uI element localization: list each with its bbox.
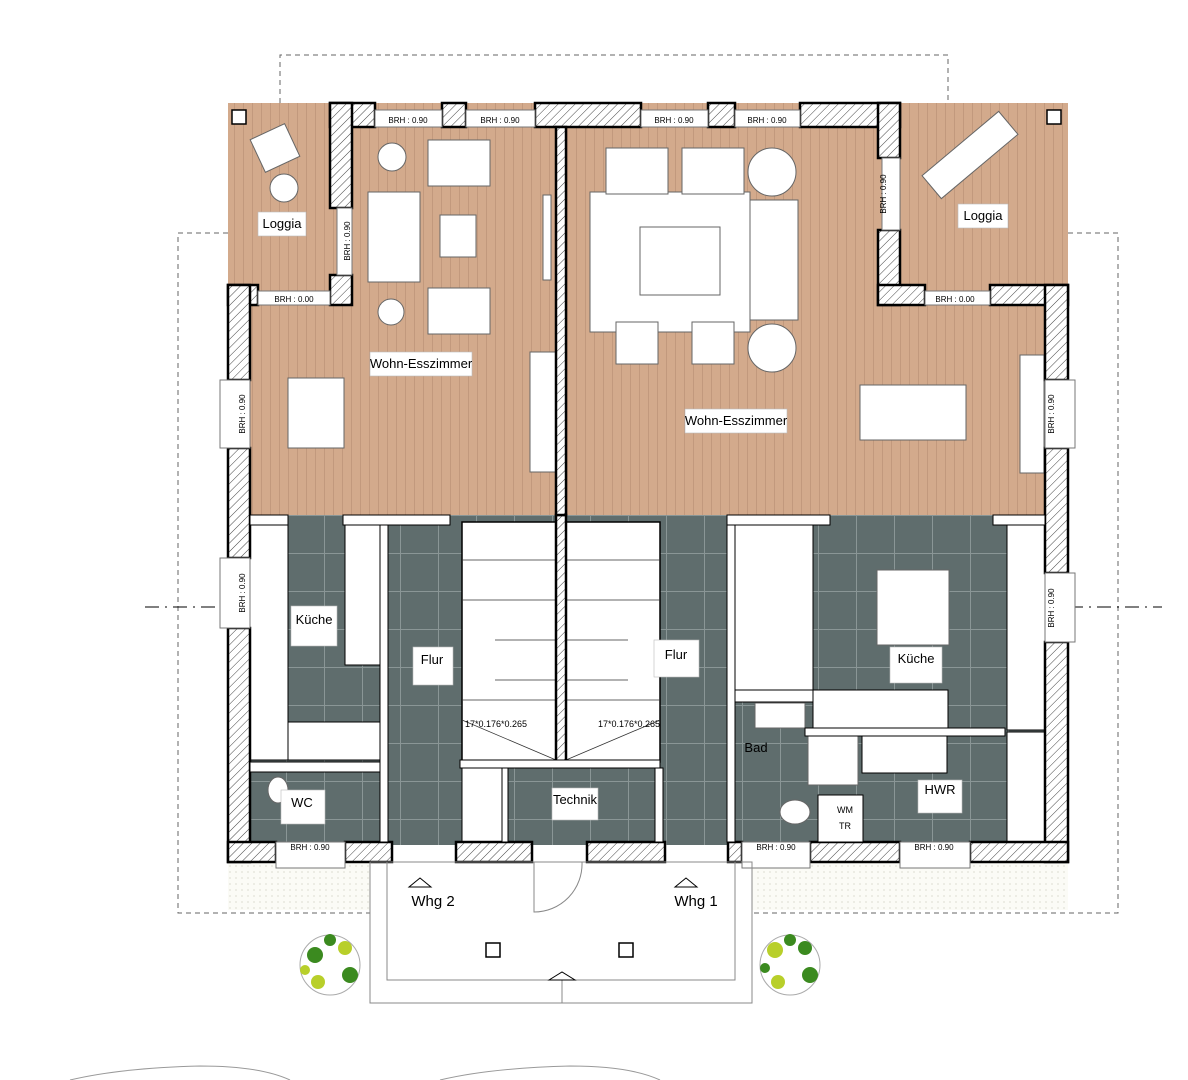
window-label: BRH : 0.90 [654,116,694,125]
entrance-arrow-icon [547,971,577,981]
kitchen-left-counter [249,524,289,761]
entrance-arrow-icon [673,877,699,888]
stair-label-right: 17*0.176*0.265 [598,719,660,729]
entrance-porch [369,861,753,1004]
furniture-right [589,110,1045,474]
room-label-kueche-right: Küche [898,651,935,666]
window-label: BRH : 0.90 [1047,588,1056,628]
stair-divider [554,513,568,764]
room-label-wc: WC [291,795,313,810]
walls [226,101,1070,864]
room-label-flur-left: Flur [421,652,444,667]
stair-label-left: 17*0.176*0.265 [465,719,527,729]
window-label: BRH : 0.90 [756,843,796,852]
car-outline [439,1065,661,1080]
kitchen-right-sink-counter [812,689,949,729]
kitchen-right-counter [734,524,814,691]
column-icon [231,109,1062,958]
kitchen-right-cabinets [1006,524,1046,731]
room-label-flur-right: Flur [665,647,688,662]
room-label-wohn-left: Wohn-Esszimmer [370,356,473,371]
entrance-label-whg2: Whg 2 [411,893,454,910]
gravel-left [228,862,370,910]
furniture-left [249,122,557,473]
room-label-kueche-left: Küche [296,612,333,627]
window-label: BRH : 0.90 [879,174,888,214]
window-label: BRH : 0.90 [480,116,520,125]
room-label-loggia-left: Loggia [262,216,302,231]
windows [219,109,1076,869]
kitchen-left-cabinets [287,721,381,761]
window-label: BRH : 0.00 [274,295,314,304]
hwr-counter [861,734,948,774]
technik-storage [461,764,503,844]
room-label-technik: Technik [553,792,598,807]
window-label: BRH : 0.90 [343,221,352,261]
kitchen-left-fridge [344,524,382,666]
room-label-wohn-right: Wohn-Esszimmer [685,413,788,428]
car-outline [69,1065,291,1080]
room-label-tr: TR [839,821,851,831]
tree-left-icon [299,934,361,996]
entrance-arrow-icon [407,877,433,888]
room-label-bad: Bad [744,740,767,755]
room-label-wm: WM [837,805,853,815]
roof-outline [177,54,1119,914]
window-label: BRH : 0.90 [747,116,787,125]
stair-left [461,521,557,763]
gravel-right [752,862,1068,910]
bad-toilet [779,799,811,825]
kitchen-right-table [876,569,950,646]
window-label: BRH : 0.90 [238,573,247,613]
room-label-loggia-right: Loggia [963,208,1003,223]
room-label-hwr: HWR [924,782,955,797]
window-label: BRH : 0.90 [238,394,247,434]
hwr-cabinets [1006,731,1046,843]
window-label: BRH : 0.00 [935,295,975,304]
tree-right-icon [759,934,821,996]
window-label: BRH : 0.90 [290,843,330,852]
window-label: BRH : 0.90 [388,116,428,125]
bad-sink [754,702,806,729]
bad-shower [807,734,859,786]
entrance-label-whg1: Whg 1 [674,893,717,910]
window-label: BRH : 0.90 [1047,394,1056,434]
window-label: BRH : 0.90 [914,843,954,852]
